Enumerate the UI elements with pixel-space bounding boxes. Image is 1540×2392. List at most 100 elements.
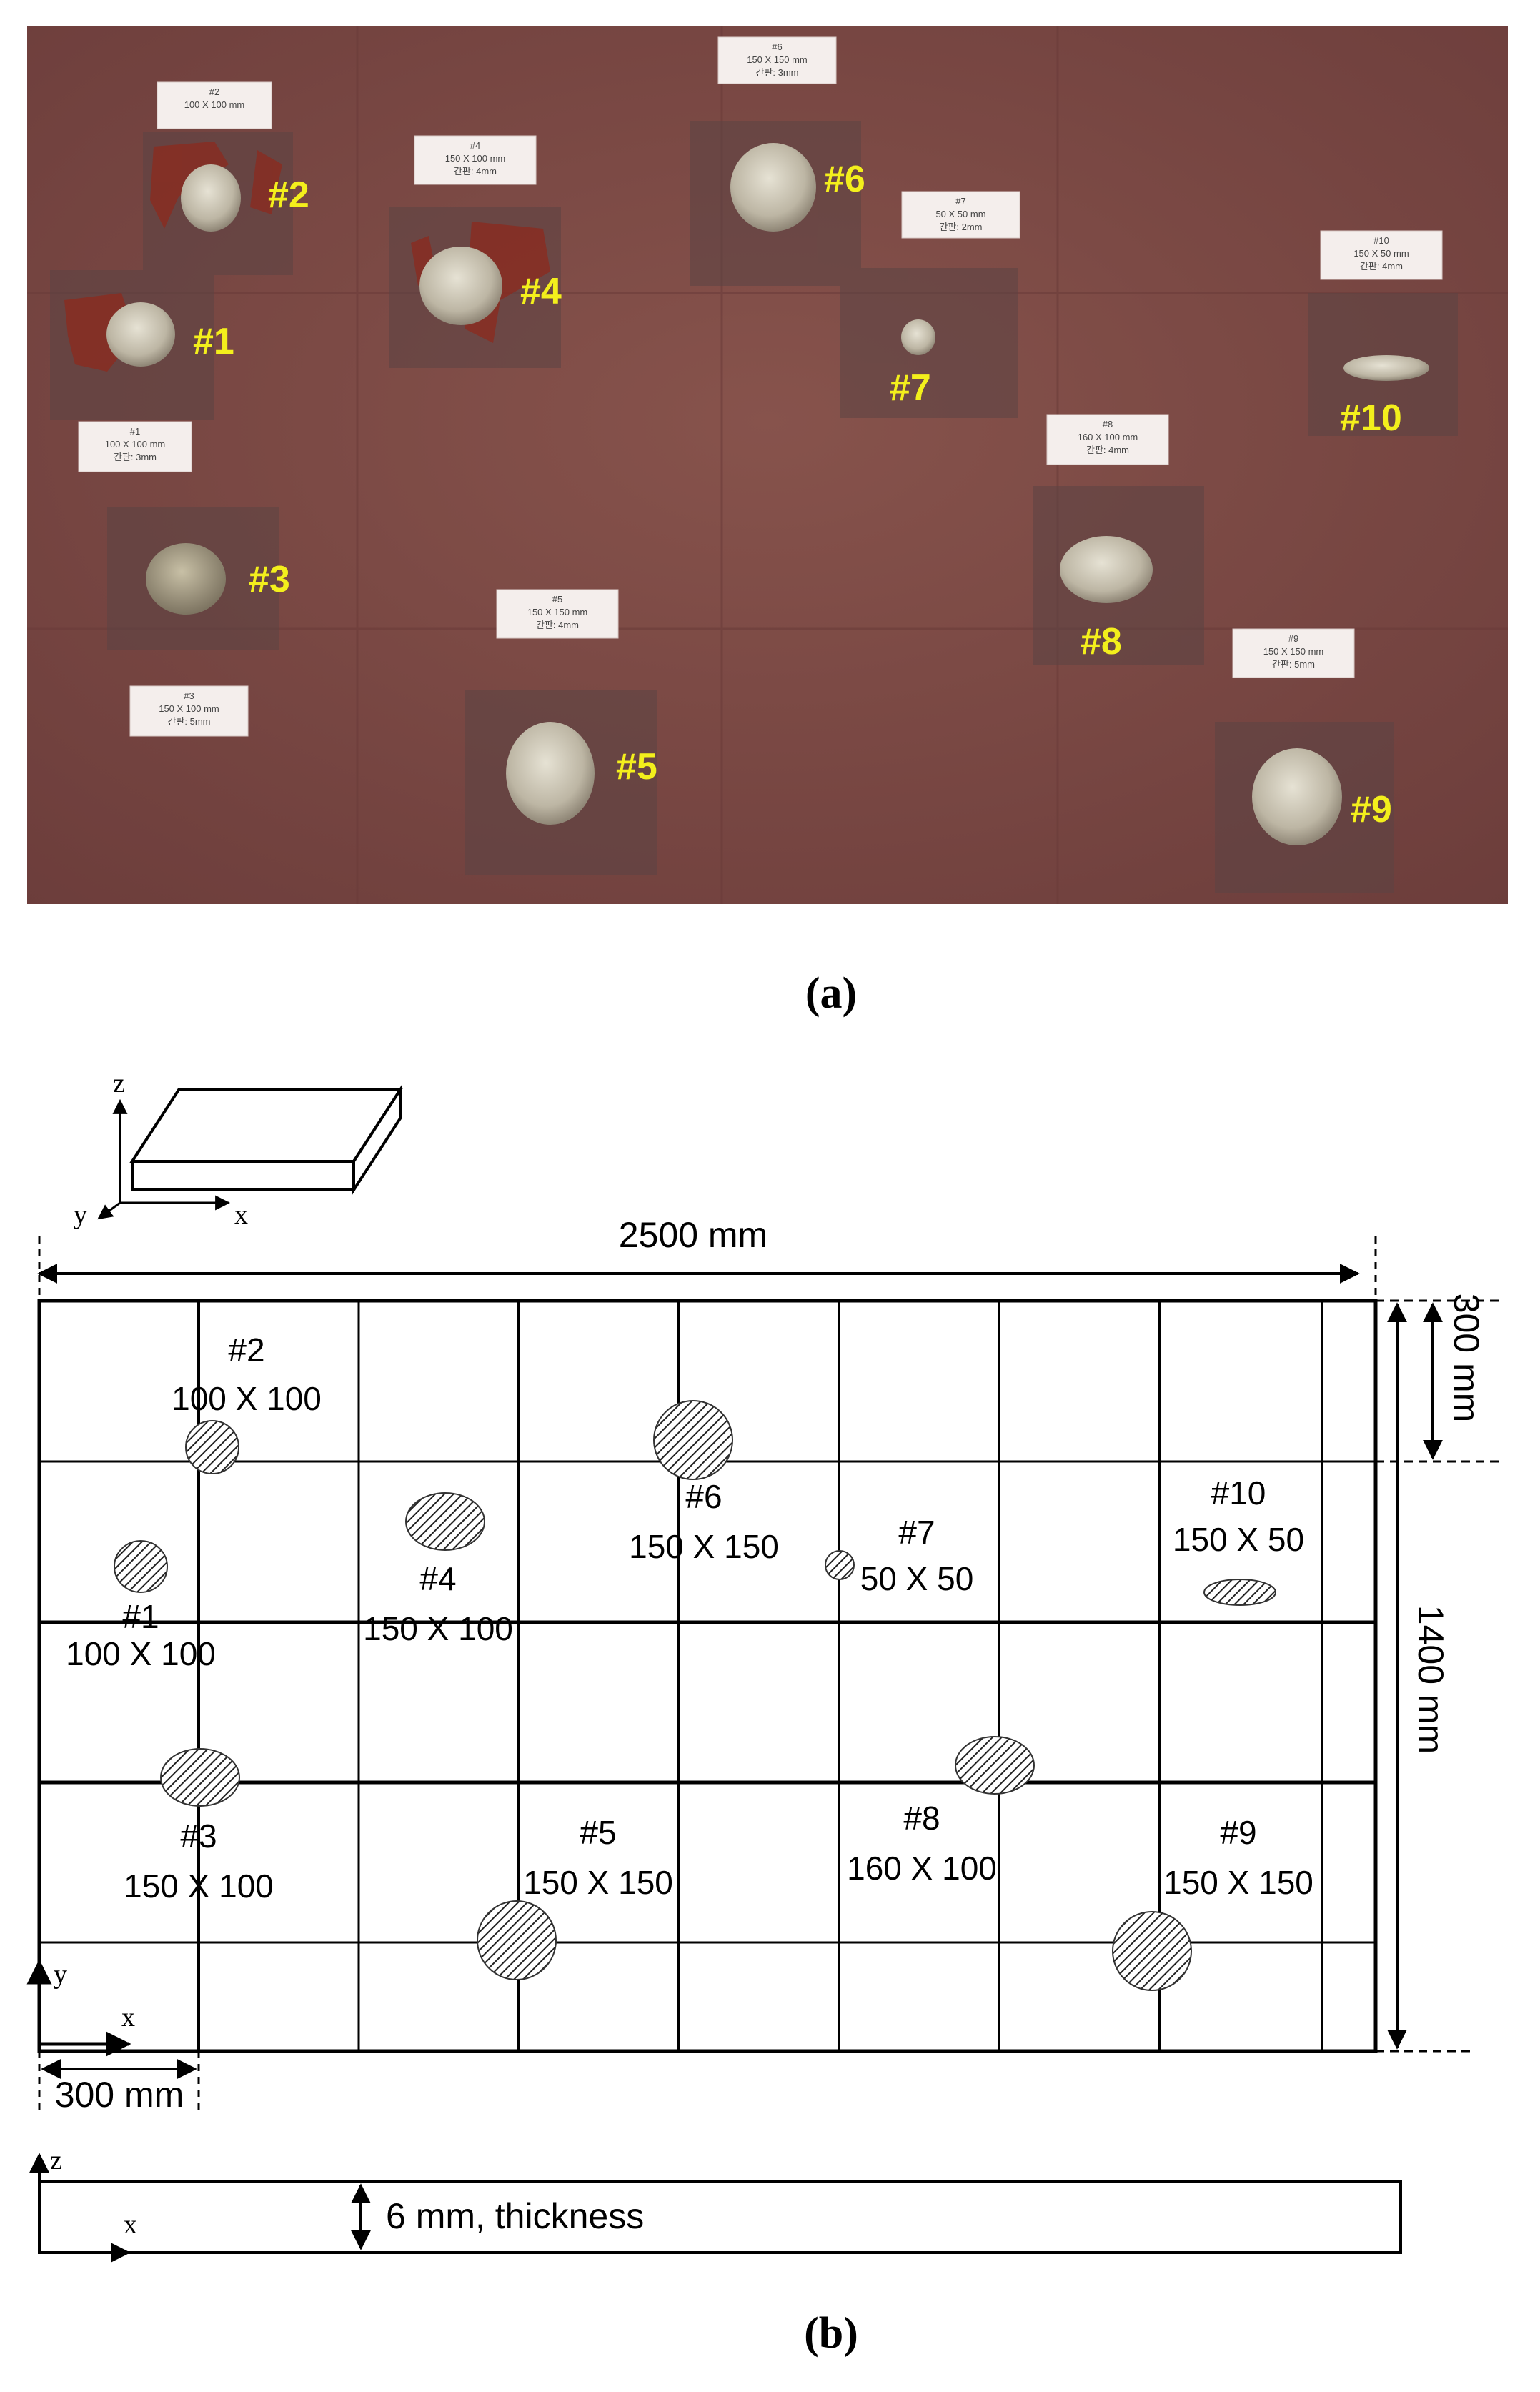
tag-depth: 간판: 4mm <box>454 166 497 177</box>
axis-y-label-3d: y <box>74 1200 87 1230</box>
photo-defect-10 <box>1343 355 1429 381</box>
description-tag <box>414 135 537 185</box>
caption-b: (b) <box>804 2309 858 2358</box>
axis-y-label: y <box>54 1960 67 1990</box>
description-tag <box>901 191 1020 239</box>
defect-1-shape <box>114 1540 168 1593</box>
tag-id: #6 <box>772 41 782 52</box>
defect-9-size: 150 X 150 <box>1163 1864 1313 1901</box>
height-dimension <box>1376 1299 1501 2053</box>
tag-id: #4 <box>470 140 480 151</box>
defect-6-size: 150 X 150 <box>629 1528 779 1565</box>
defect-2-size: 100 X 100 <box>172 1380 322 1417</box>
tag-size: 100 X 100 mm <box>184 99 245 110</box>
photo-label-2: #2 <box>268 174 309 216</box>
defect-8-size: 160 X 100 <box>847 1850 997 1887</box>
defect-10-id: #10 <box>1211 1474 1266 1512</box>
photo-labels: #1#2#3#4#5#6#7#8#9#10 <box>193 159 1402 830</box>
cell-width-label: 300 mm <box>55 2075 184 2115</box>
defect-3-size: 150 X 100 <box>124 1867 274 1905</box>
defect-1-id: #1 <box>122 1598 159 1635</box>
tag-depth: 간판: 2mm <box>939 222 982 232</box>
tag-depth: 간판: 5mm <box>1272 659 1315 670</box>
photo-label-9: #9 <box>1351 789 1392 830</box>
defect-5-size: 150 X 150 <box>523 1864 673 1901</box>
defect-3-id: #3 <box>180 1817 217 1855</box>
tag-size: 50 X 50 mm <box>935 209 985 219</box>
tag-depth: 간판: 3mm <box>755 67 798 78</box>
tag-depth: 간판: 4mm <box>536 620 579 630</box>
photo-defect-4 <box>419 247 502 325</box>
axis-x-label-3d: x <box>234 1200 248 1230</box>
cell-height-label: 300 mm <box>1446 1294 1486 1423</box>
defect-9-id: #9 <box>1220 1814 1256 1851</box>
tag-size: 150 X 150 mm <box>1263 646 1324 657</box>
tag-id: #3 <box>184 690 194 701</box>
tag-id: #2 <box>209 86 219 97</box>
axis-triad-3d <box>97 1098 231 1220</box>
defect-7-id: #7 <box>898 1514 935 1551</box>
tag-size: 150 X 100 mm <box>445 153 506 164</box>
tag-id: #9 <box>1288 633 1298 644</box>
photo-defect-6 <box>730 143 816 232</box>
defect-4-id: #4 <box>419 1560 456 1597</box>
defect-4-size: 150 X 100 <box>363 1610 513 1647</box>
photo-defect-1 <box>106 302 175 367</box>
cell-height-dimension <box>1376 1302 1501 1463</box>
photo-defect-3 <box>146 543 226 615</box>
photo-defect-5 <box>506 722 595 825</box>
height-label: 1400 mm <box>1411 1605 1451 1754</box>
defect-6-id: #6 <box>685 1478 722 1515</box>
tag-id: #7 <box>955 196 965 207</box>
defect-6-shape <box>653 1400 733 1480</box>
tag-size: 150 X 150 mm <box>747 54 808 65</box>
defect-9-shape <box>1112 1911 1192 1991</box>
tag-depth: 간판: 4mm <box>1360 261 1403 272</box>
defect-10-size: 150 X 50 <box>1173 1521 1304 1558</box>
defect-5-id: #5 <box>580 1814 616 1851</box>
tag-size: 150 X 100 mm <box>159 703 219 714</box>
description-tag <box>1046 414 1169 465</box>
width-label: 2500 mm <box>619 1215 767 1255</box>
caption-a: (a) <box>805 969 857 1018</box>
photo-defect-8 <box>1060 536 1153 603</box>
defect-7-size: 50 X 50 <box>860 1560 974 1597</box>
side-axis-x-label: x <box>124 2210 137 2240</box>
schematic-defects <box>114 1400 1276 1991</box>
side-view <box>29 2153 1402 2263</box>
tag-size: 150 X 50 mm <box>1353 248 1409 259</box>
defect-8-id: #8 <box>903 1800 940 1837</box>
photo-label-5: #5 <box>616 746 657 788</box>
tag-depth: 간판: 3mm <box>114 452 157 462</box>
plate-3d-icon <box>129 1085 403 1195</box>
tag-id: #5 <box>552 594 562 605</box>
defect-2-id: #2 <box>228 1331 264 1369</box>
defect-2-shape <box>185 1420 239 1474</box>
axis-z-label-3d: z <box>113 1068 125 1098</box>
thickness-label: 6 mm, thickness <box>386 2196 644 2236</box>
defect-7-shape <box>825 1550 855 1580</box>
photo-label-3: #3 <box>249 559 290 600</box>
defect-1-size: 100 X 100 <box>66 1635 216 1672</box>
tag-depth: 간판: 4mm <box>1086 445 1129 455</box>
xy-axis <box>26 1959 131 2057</box>
tag-size: 160 X 100 mm <box>1078 432 1138 442</box>
defect-3-shape <box>160 1748 240 1807</box>
description-tag <box>496 589 619 639</box>
photo-label-10: #10 <box>1340 397 1402 439</box>
photo-label-4: #4 <box>520 271 562 312</box>
photo-label-1: #1 <box>193 321 234 362</box>
defect-10-shape <box>1203 1579 1276 1606</box>
photo-defect-7 <box>901 319 935 355</box>
axis-x-label: x <box>121 2003 135 2033</box>
panel-b-schematic: z x y 2500 mm <box>26 1068 1501 2263</box>
defect-8-shape <box>955 1736 1035 1795</box>
photo-defect-2 <box>181 164 241 232</box>
description-tag <box>129 685 249 737</box>
photo-label-6: #6 <box>824 159 865 200</box>
